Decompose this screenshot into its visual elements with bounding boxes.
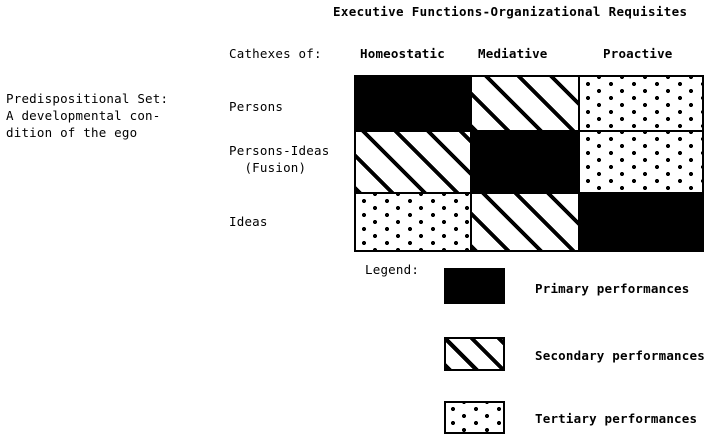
legend-title: Legend: xyxy=(365,262,420,277)
matrix-cell-r1c2 xyxy=(580,132,702,194)
matrix-cell-r1c1 xyxy=(472,132,580,194)
matrix-corner-label: Cathexes of: xyxy=(229,46,322,61)
matrix-cell-r2c0 xyxy=(356,194,472,250)
matrix-grid xyxy=(354,75,704,252)
matrix-cell-r1c0 xyxy=(356,132,472,194)
legend-swatch-primary xyxy=(444,268,505,304)
matrix-cell-r0c2 xyxy=(580,77,702,132)
page-title: Executive Functions-Organizational Requi… xyxy=(333,4,688,19)
matrix-cell-r2c2 xyxy=(580,194,702,250)
matrix-cell-r0c1 xyxy=(472,77,580,132)
row-header-persons-ideas-fusion: Persons-Ideas (Fusion) xyxy=(229,143,330,175)
column-header-proactive: Proactive xyxy=(603,46,673,61)
matrix-cell-r2c1 xyxy=(472,194,580,250)
column-header-homeostatic: Homeostatic xyxy=(360,46,445,61)
row-header-persons: Persons xyxy=(229,99,284,114)
legend-swatch-secondary xyxy=(444,337,505,371)
row-axis-label: Predispositional Set: A developmental co… xyxy=(6,91,169,140)
row-header-ideas: Ideas xyxy=(229,214,268,229)
legend-swatch-tertiary xyxy=(444,401,505,434)
legend-label-primary: Primary performances xyxy=(535,281,690,296)
column-header-mediative: Mediative xyxy=(478,46,548,61)
matrix-cell-r0c0 xyxy=(356,77,472,132)
legend-label-secondary: Secondary performances xyxy=(535,348,705,363)
legend-label-tertiary: Tertiary performances xyxy=(535,411,698,426)
